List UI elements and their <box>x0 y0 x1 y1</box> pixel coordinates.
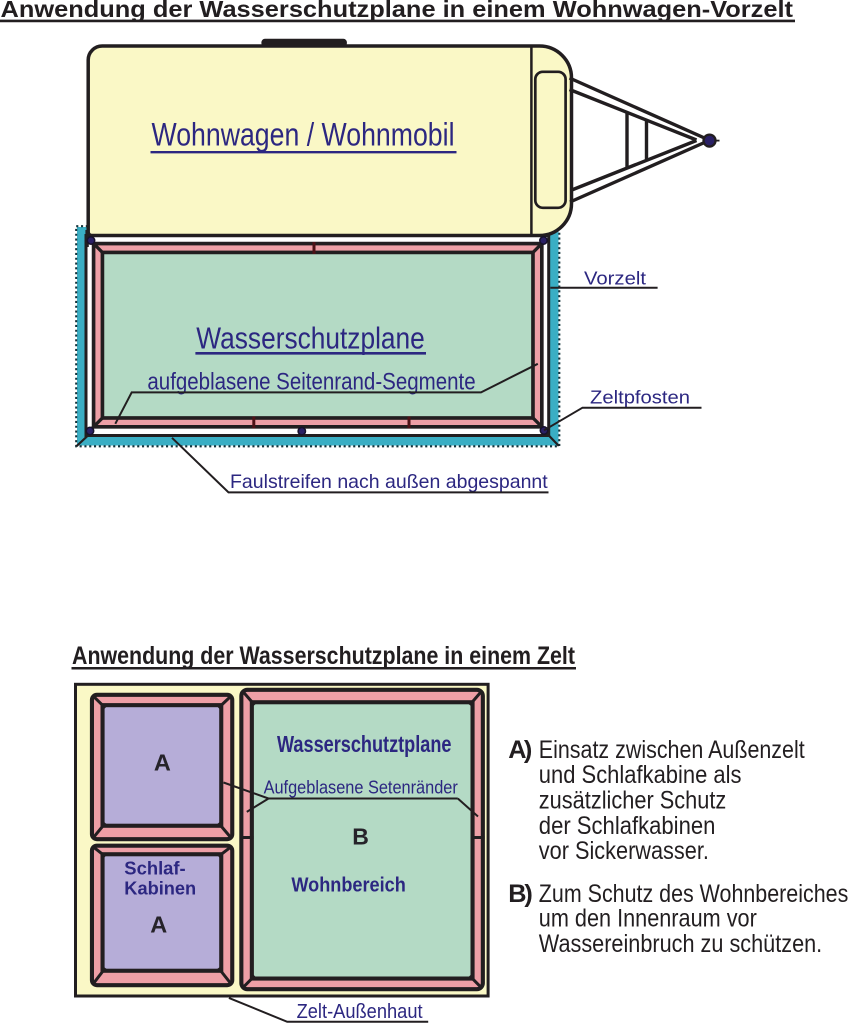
svg-text:aufgeblasene Seitenrand-Segmen: aufgeblasene Seitenrand-Segmente <box>147 369 475 396</box>
svg-text:Wohnwagen / Wohnmobil: Wohnwagen / Wohnmobil <box>152 117 455 153</box>
svg-text:Zelt-Außenhaut: Zelt-Außenhaut <box>297 1001 423 1023</box>
svg-text:Aufgeblasene Setenränder: Aufgeblasene Setenränder <box>264 777 458 798</box>
svg-text:vor Sickerwasser.: vor Sickerwasser. <box>539 837 709 865</box>
svg-text:Wasserschutztplane: Wasserschutztplane <box>277 731 452 757</box>
svg-text:Wasserschutzplane: Wasserschutzplane <box>196 321 424 356</box>
svg-text:zusätzlicher Schutz: zusätzlicher Schutz <box>539 787 727 815</box>
svg-text:um den Innenraum vor: um den Innenraum vor <box>539 905 757 933</box>
svg-text:A: A <box>154 749 171 775</box>
svg-text:Schlaf-: Schlaf- <box>124 858 185 878</box>
svg-text:B: B <box>352 824 369 850</box>
svg-text:Wassereinbruch zu schützen.: Wassereinbruch zu schützen. <box>539 930 822 958</box>
svg-text:Anwendung der Wasserschutzplan: Anwendung der Wasserschutzplane in einem… <box>72 642 576 670</box>
svg-text:Wohnbereich: Wohnbereich <box>291 874 405 896</box>
svg-text:der Schlafkabinen: der Schlafkabinen <box>539 812 716 840</box>
svg-text:A: A <box>150 912 167 938</box>
svg-text:Vorzelt: Vorzelt <box>584 267 646 288</box>
svg-text:Faulstreifen nach außen abgesp: Faulstreifen nach außen abgespannt <box>230 471 548 493</box>
svg-text:Anwendung der Wasserschutzplan: Anwendung der Wasserschutzplane in einem… <box>1 0 794 22</box>
svg-text:Zum Schutz des Wohnbereiches: Zum Schutz des Wohnbereiches <box>539 880 849 908</box>
svg-text:Einsatz zwischen Außenzelt: Einsatz zwischen Außenzelt <box>539 736 805 764</box>
svg-text:B): B) <box>508 880 533 908</box>
svg-text:Zeltpfosten: Zeltpfosten <box>590 386 690 407</box>
svg-text:und Schlafkabine als: und Schlafkabine als <box>539 761 742 789</box>
svg-text:A): A) <box>508 736 532 764</box>
svg-text:Kabinen: Kabinen <box>124 878 196 898</box>
